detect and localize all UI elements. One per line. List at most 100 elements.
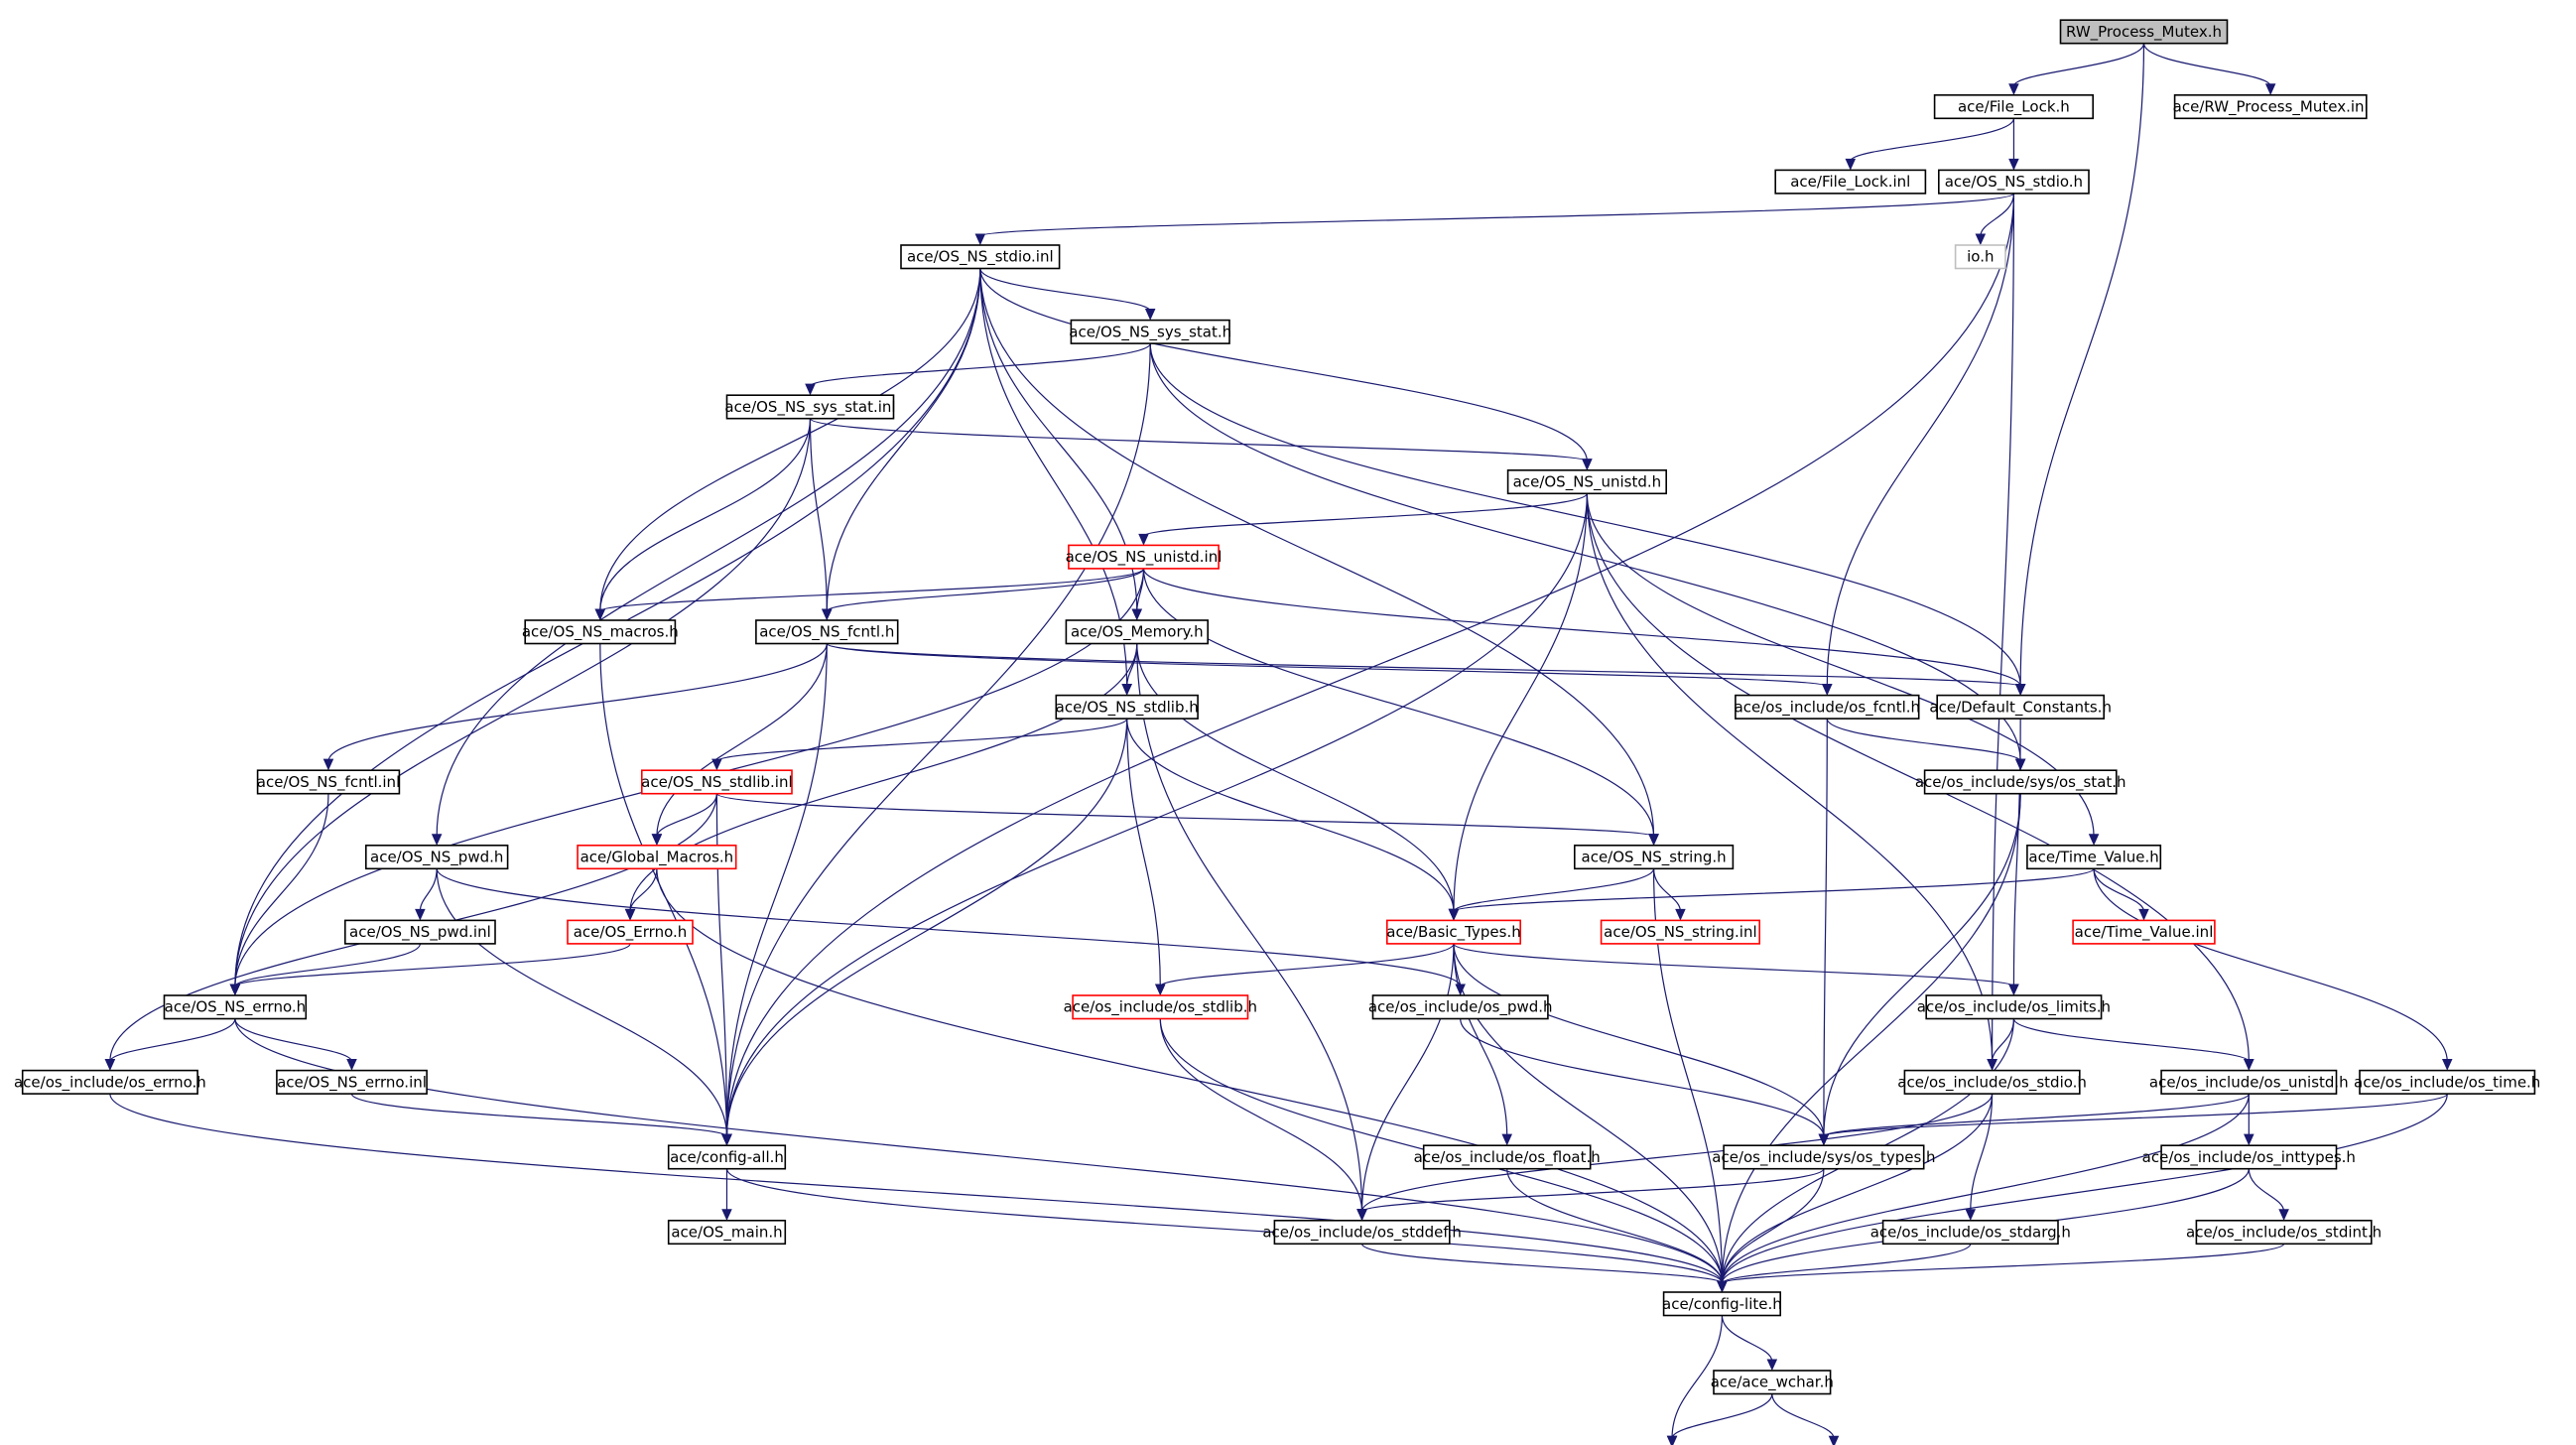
edge-arrowhead xyxy=(1448,908,1460,921)
file-node-box xyxy=(1662,1291,1781,1317)
file-node-os-errno-inc-h[interactable]: ace/os_include/os_errno.h xyxy=(14,1069,206,1095)
dependency-edge xyxy=(2093,868,2453,1071)
dependency-edge xyxy=(721,343,1151,1146)
file-node-stdlib-inl[interactable]: ace/OS_NS_stdlib.inl xyxy=(640,769,793,795)
file-node-box xyxy=(1386,919,1522,945)
file-node-box xyxy=(364,844,509,870)
file-node-os-fcntl-h[interactable]: ace/os_include/os_fcntl.h xyxy=(1735,694,1920,720)
file-node-sys-stat-h[interactable]: ace/OS_NS_sys_stat.h xyxy=(1069,319,1231,344)
file-node-fcntl-h[interactable]: ace/OS_NS_fcntl.h xyxy=(755,619,899,645)
file-node-os-inttypes-h[interactable]: ace/os_include/os_inttypes.h xyxy=(2142,1144,2356,1170)
file-node-basic-types-h[interactable]: ace/Basic_Types.h xyxy=(1386,919,1522,945)
file-node-default-constants-h[interactable]: ace/Default_Constants.h xyxy=(1929,694,2112,720)
file-node-os-stddef-h[interactable]: ace/os_include/os_stddef.h xyxy=(1262,1220,1462,1246)
dependency-edge xyxy=(594,268,981,621)
file-node-time-value-inl[interactable]: ace/Time_Value.inl xyxy=(2072,919,2216,945)
file-node-box xyxy=(1903,1069,2081,1095)
dependency-edge xyxy=(1717,793,2021,1293)
edge-arrowhead xyxy=(1987,1059,1997,1071)
edge-arrowhead xyxy=(974,233,986,246)
dependency-edge xyxy=(2008,118,2019,171)
file-node-label: ace/File_Lock.h xyxy=(1958,98,2070,117)
file-node-os-stdio-h[interactable]: ace/os_include/os_stdio.h xyxy=(1897,1069,2087,1095)
edge-arrowhead xyxy=(2244,1059,2254,1071)
dependency-edge xyxy=(1460,1018,1830,1146)
edge-arrowhead xyxy=(721,1133,732,1146)
dependency-edge xyxy=(1845,118,2015,171)
file-node-rw-inl[interactable]: ace/RW_Process_Mutex.inl xyxy=(2173,94,2369,120)
dependency-edge xyxy=(594,568,1145,621)
dependency-edge xyxy=(826,642,2026,696)
dependency-edge xyxy=(1987,193,2015,1071)
file-node-label: ace/os_include/os_stdint.h xyxy=(2186,1224,2382,1243)
file-node-os-unistd-h[interactable]: ace/os_include/os_unistd.h xyxy=(2149,1069,2349,1095)
file-node-label: ace/OS_NS_errno.h xyxy=(165,998,307,1017)
file-node-io-h[interactable]: io.h xyxy=(1954,244,2006,270)
file-node-os-stdlib-h[interactable]: ace/os_include/os_stdlib.h xyxy=(1064,994,1257,1020)
file-node-pwd-h[interactable]: ace/OS_NS_pwd.h xyxy=(364,844,509,870)
file-node-label: ace/ace_wchar.h xyxy=(1711,1374,1834,1392)
file-node-unistd-inl[interactable]: ace/OS_NS_unistd.inl xyxy=(1066,544,1223,570)
file-node-os-main-h[interactable]: ace/OS_main.h xyxy=(667,1220,787,1246)
file-node-errno-h[interactable]: ace/OS_NS_errno.h xyxy=(163,994,308,1020)
file-node-pwd-inl[interactable]: ace/OS_NS_pwd.inl xyxy=(343,919,496,945)
file-node-memory-h[interactable]: ace/OS_Memory.h xyxy=(1065,619,1210,645)
dependency-edge xyxy=(1149,343,2026,696)
file-node-label: ace/OS_NS_unistd.inl xyxy=(1066,548,1223,567)
dependency-edge xyxy=(1717,1243,2285,1293)
file-node-stdio-inl[interactable]: ace/OS_NS_stdio.inl xyxy=(900,244,1061,270)
file-node-fcntl-inl[interactable]: ace/OS_NS_fcntl.inl xyxy=(257,769,401,795)
file-node-os-errno-h[interactable]: ace/OS_Errno.h xyxy=(567,919,694,945)
file-node-box xyxy=(577,844,737,870)
file-node-sys-stat-inl[interactable]: ace/OS_NS_sys_stat.inl xyxy=(724,394,896,420)
file-node-os-time-h[interactable]: ace/os_include/os_time.h xyxy=(2354,1069,2540,1095)
file-node-root[interactable]: RW_Process_Mutex.h xyxy=(2059,19,2229,45)
file-node-label: ace/os_include/os_unistd.h xyxy=(2149,1073,2349,1092)
file-node-os-pwd-h[interactable]: ace/os_include/os_pwd.h xyxy=(1368,994,1553,1020)
file-node-config-lite-h[interactable]: ace/config-lite.h xyxy=(1662,1291,1782,1317)
file-node-global-macros-h[interactable]: ace/Global_Macros.h xyxy=(577,844,737,870)
dependency-edge xyxy=(599,643,732,1146)
file-node-stdlib-h[interactable]: ace/OS_NS_stdlib.h xyxy=(1055,694,1199,720)
file-node-string-inl[interactable]: ace/OS_NS_string.inl xyxy=(1600,919,1760,945)
file-node-label: ace/OS_NS_stdlib.inl xyxy=(641,773,792,792)
file-node-errno-inl[interactable]: ace/OS_NS_errno.inl xyxy=(276,1069,428,1095)
file-node-string-h[interactable]: ace/OS_NS_string.h xyxy=(1574,844,1735,870)
file-node-label: ace/OS_NS_stdlib.h xyxy=(1056,698,1199,717)
file-node-box xyxy=(524,619,677,645)
file-node-os-limits-h[interactable]: ace/os_include/os_limits.h xyxy=(1917,994,2111,1020)
file-node-label: ace/File_Lock.inl xyxy=(1790,173,1910,192)
file-node-box xyxy=(1065,619,1210,645)
file-node-label: ace/os_include/os_errno.h xyxy=(14,1073,206,1092)
file-node-file-lock-inl[interactable]: ace/File_Lock.inl xyxy=(1774,169,1927,195)
file-node-os-stdarg-h[interactable]: ace/os_include/os_stdarg.h xyxy=(1870,1220,2071,1246)
dependency-edge xyxy=(1448,867,2095,921)
file-node-box xyxy=(1723,1144,1925,1170)
edge-arrowhead xyxy=(1822,684,1833,696)
file-node-stdio-h[interactable]: ace/OS_NS_stdio.h xyxy=(1938,169,2090,195)
dependency-edge xyxy=(1666,1393,1773,1445)
dependency-edge xyxy=(711,718,1128,771)
file-node-label: ace/OS_NS_stdio.h xyxy=(1945,173,2083,192)
dependency-edge xyxy=(2014,43,2145,696)
dependency-edge xyxy=(651,793,717,846)
dependency-edge xyxy=(1142,568,1659,846)
file-node-file-lock-h[interactable]: ace/File_Lock.h xyxy=(1933,94,2094,120)
file-node-sys-os-stat-h[interactable]: ace/os_include/sys/os_stat.h xyxy=(1915,769,2126,795)
file-node-unistd-h[interactable]: ace/OS_NS_unistd.h xyxy=(1506,468,1667,495)
edge-arrowhead xyxy=(2244,1133,2254,1146)
dependency-edge xyxy=(229,418,812,996)
file-node-os-stdint-h[interactable]: ace/os_include/os_stdint.h xyxy=(2186,1220,2382,1246)
file-node-sys-os-types-h[interactable]: ace/os_include/sys/os_types.h xyxy=(1712,1144,1936,1170)
file-node-ace-wchar-h[interactable]: ace/ace_wchar.h xyxy=(1711,1370,1834,1395)
file-node-box xyxy=(1925,994,2103,1020)
file-node-os-float-h[interactable]: ace/os_include/os_float.h xyxy=(1414,1144,1601,1170)
file-node-config-all-h[interactable]: ace/config-all.h xyxy=(667,1144,787,1170)
file-node-label: ace/os_include/os_inttypes.h xyxy=(2142,1148,2356,1167)
file-node-time-value-h[interactable]: ace/Time_Value.h xyxy=(2026,844,2162,870)
edge-arrowhead xyxy=(104,1059,116,1071)
edge-arrowhead xyxy=(1138,533,1149,546)
dependency-edges xyxy=(104,43,2453,1445)
file-node-macros-h[interactable]: ace/OS_NS_macros.h xyxy=(522,619,679,645)
